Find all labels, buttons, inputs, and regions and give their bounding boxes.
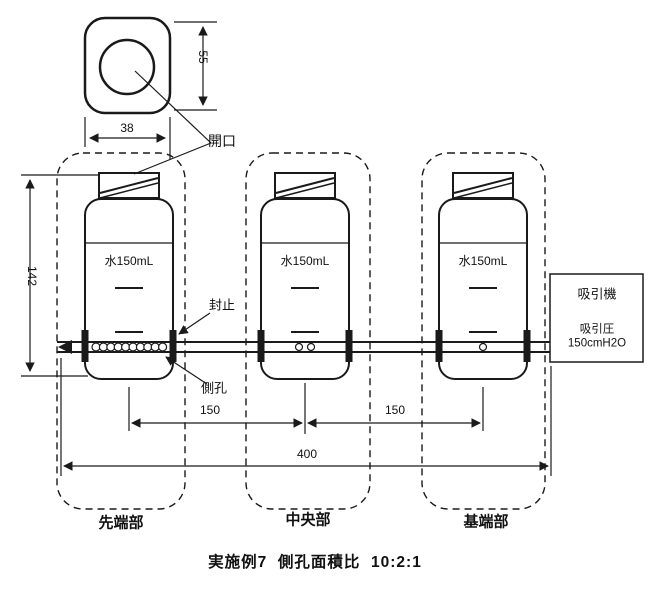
central-section-outline (245, 152, 371, 510)
suction-tube (57, 340, 550, 354)
water-label-central: 水150mL (280, 254, 330, 269)
opening-label: 開口 (208, 132, 236, 149)
water-label-proximal: 水150mL (458, 254, 508, 269)
tube-closed-end (58, 340, 72, 354)
suction-pressure-label: 吸引圧 (579, 323, 615, 336)
section-label-proximal: 基端部 (463, 513, 509, 531)
side-hole-label: 側孔 (200, 380, 228, 396)
opening-callout-line-1 (134, 70, 212, 144)
dim-150-left-label: 150 (199, 403, 221, 418)
opening-callout-line-2 (133, 142, 212, 175)
dim-150-right-label: 150 (384, 403, 406, 418)
side-hole-callout-line (165, 356, 208, 385)
side-holes (91, 342, 488, 352)
bottle-height-label: 142 (24, 265, 39, 287)
bottle-central (260, 172, 350, 380)
top-view-height-label: 55 (195, 50, 210, 64)
suction-machine-label: 吸引機 (577, 286, 617, 302)
suction-machine-box (549, 273, 644, 363)
suction-pressure-value: 150cmH2O (567, 337, 627, 350)
bottle-top-view (83, 16, 217, 175)
top-view-width-label: 38 (120, 121, 134, 136)
seal-callout-line (178, 312, 211, 335)
bottle-distal (84, 172, 174, 380)
callouts (165, 312, 211, 385)
opening-circle (98, 38, 156, 96)
section-label-central: 中央部 (285, 511, 331, 529)
section-label-distal: 先端部 (98, 514, 144, 532)
water-label-distal: 水150mL (104, 254, 154, 269)
figure-caption: 実施例7 側孔面積比 10:2:1 (208, 554, 422, 572)
body (84, 198, 174, 380)
body (260, 198, 350, 380)
seal-label: 封止 (208, 297, 236, 313)
dim-400-label: 400 (296, 447, 318, 462)
bottle-proximal (438, 172, 528, 380)
body (438, 198, 528, 380)
dimension-lines (21, 174, 552, 476)
seals (81, 330, 531, 362)
